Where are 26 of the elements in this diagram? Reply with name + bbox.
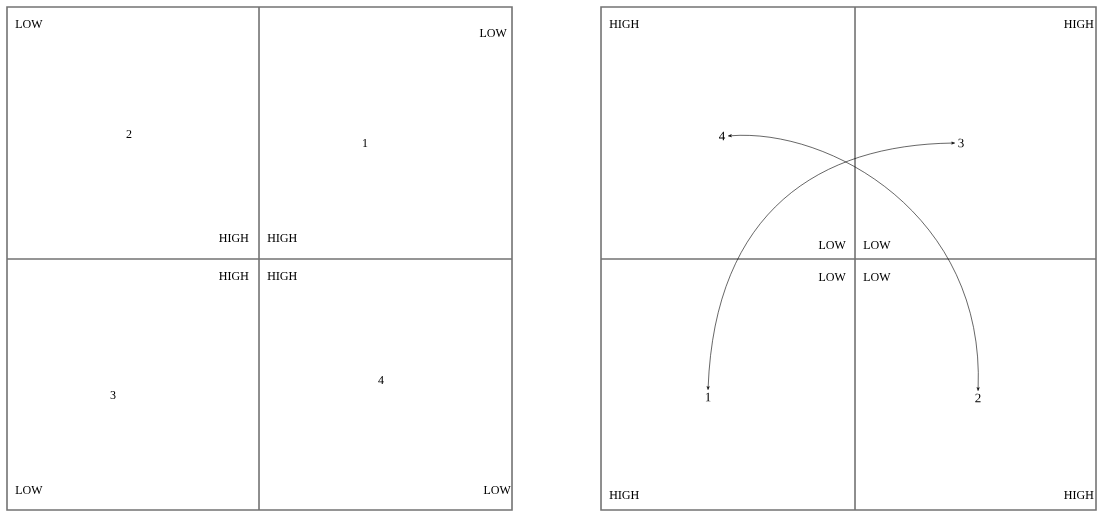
quadrant-number: 3 <box>958 138 964 148</box>
curved-arrow <box>706 141 955 390</box>
axis-label: HIGH <box>1064 19 1094 29</box>
quadrant-number: 1 <box>705 392 711 402</box>
axis-label: HIGH <box>219 233 249 243</box>
axis-label: LOW <box>818 272 846 282</box>
axis-label: LOW <box>863 240 891 250</box>
axis-label: HIGH <box>267 271 297 281</box>
axis-label: HIGH <box>267 233 297 243</box>
quadrant-number: 2 <box>126 130 132 138</box>
axis-label: LOW <box>863 272 891 282</box>
axis-label: HIGH <box>609 490 639 500</box>
axis-label: LOW <box>15 19 43 29</box>
quadrant-number: 4 <box>719 131 726 141</box>
axis-label: HIGH <box>1064 490 1094 500</box>
axis-label: LOW <box>15 485 43 495</box>
axis-label: HIGH <box>219 271 249 281</box>
quadrant-number: 2 <box>975 393 981 403</box>
axis-label: LOW <box>483 485 511 495</box>
quadrant-number: 4 <box>378 376 384 384</box>
quadrant-number: 1 <box>363 139 368 147</box>
curved-arrow <box>728 134 980 391</box>
axis-label: LOW <box>818 240 846 250</box>
quadrant-number: 3 <box>110 390 116 400</box>
axis-label: LOW <box>479 28 507 38</box>
axis-label: HIGH <box>609 19 639 29</box>
